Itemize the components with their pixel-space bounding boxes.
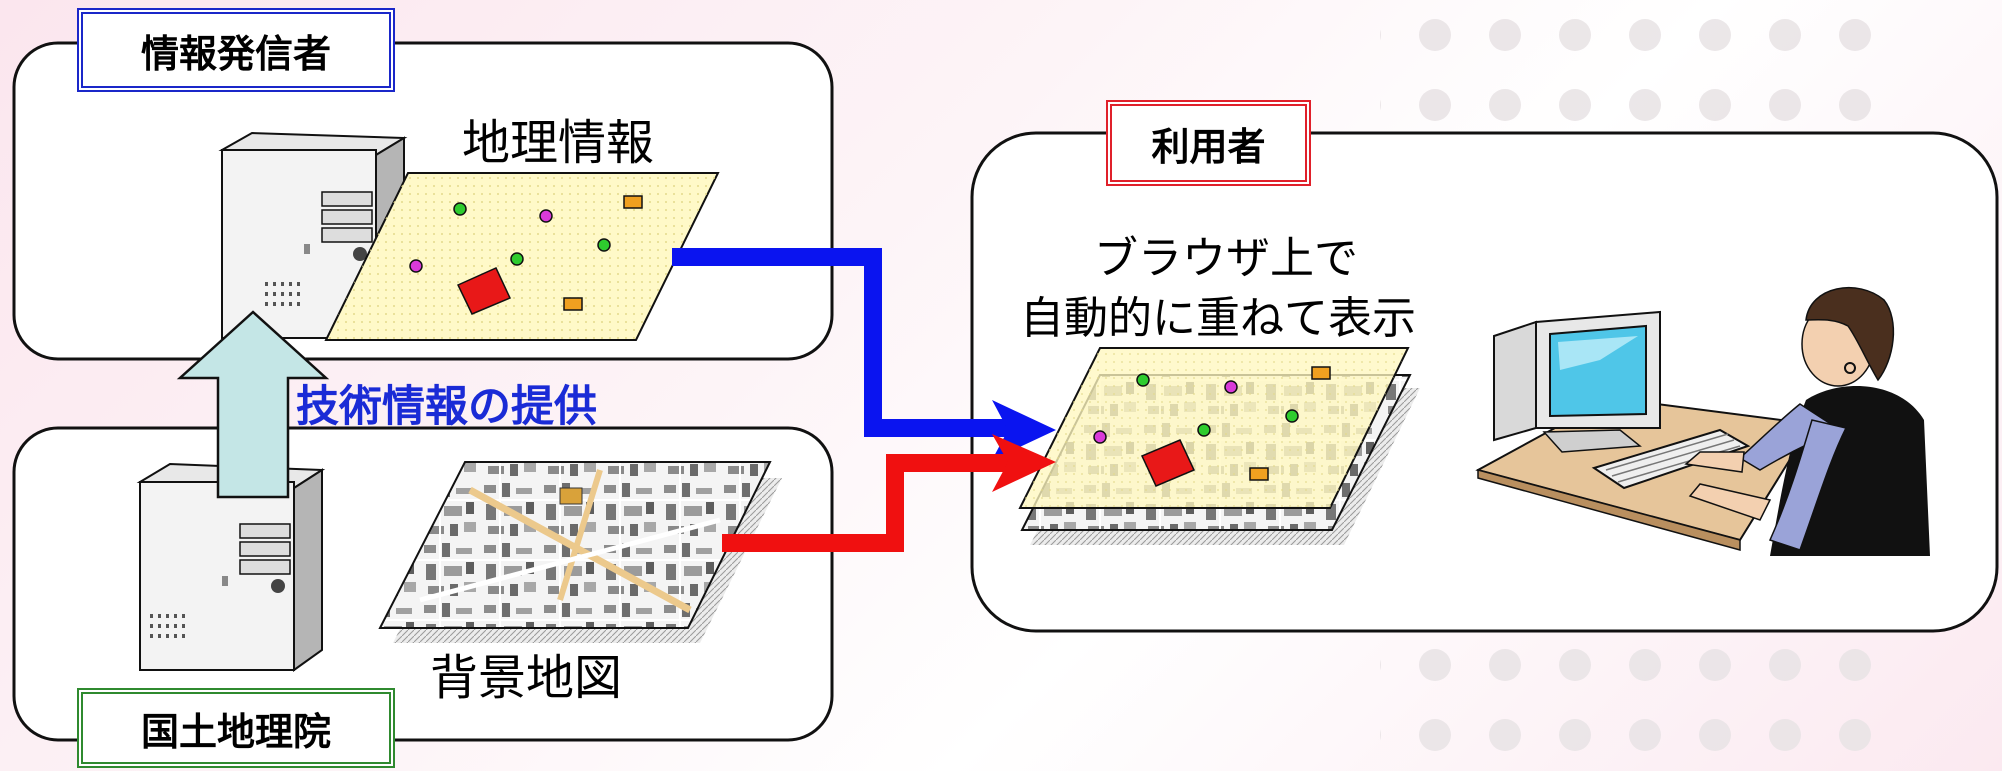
- person-at-computer-icon: [1475, 286, 1930, 556]
- gsi-tag: 国土地理院: [77, 688, 395, 768]
- sender-tag: 情報発信者: [77, 8, 395, 92]
- map-layer-icon: [378, 461, 782, 643]
- tech-info-label: 技術情報の提供: [296, 382, 597, 432]
- user-tag: 利用者: [1106, 100, 1311, 186]
- arrow-right-icon: [722, 434, 1056, 552]
- gsi-tag-label: 国土地理院: [140, 709, 331, 754]
- background-map-label: 背景地図: [430, 650, 623, 706]
- map-layer-icon: [324, 172, 720, 341]
- browser-caption-line1: ブラウザ上で: [1094, 233, 1358, 284]
- browser-caption-line2: 自動的に重ねて表示: [1020, 293, 1416, 344]
- arrow-up-icon: [176, 310, 330, 499]
- map-layer-icon: [1018, 347, 1420, 545]
- user-tag-label: 利用者: [1151, 124, 1266, 169]
- sender-tag-label: 情報発信者: [140, 31, 331, 76]
- geo-info-label: 地理情報: [462, 115, 655, 171]
